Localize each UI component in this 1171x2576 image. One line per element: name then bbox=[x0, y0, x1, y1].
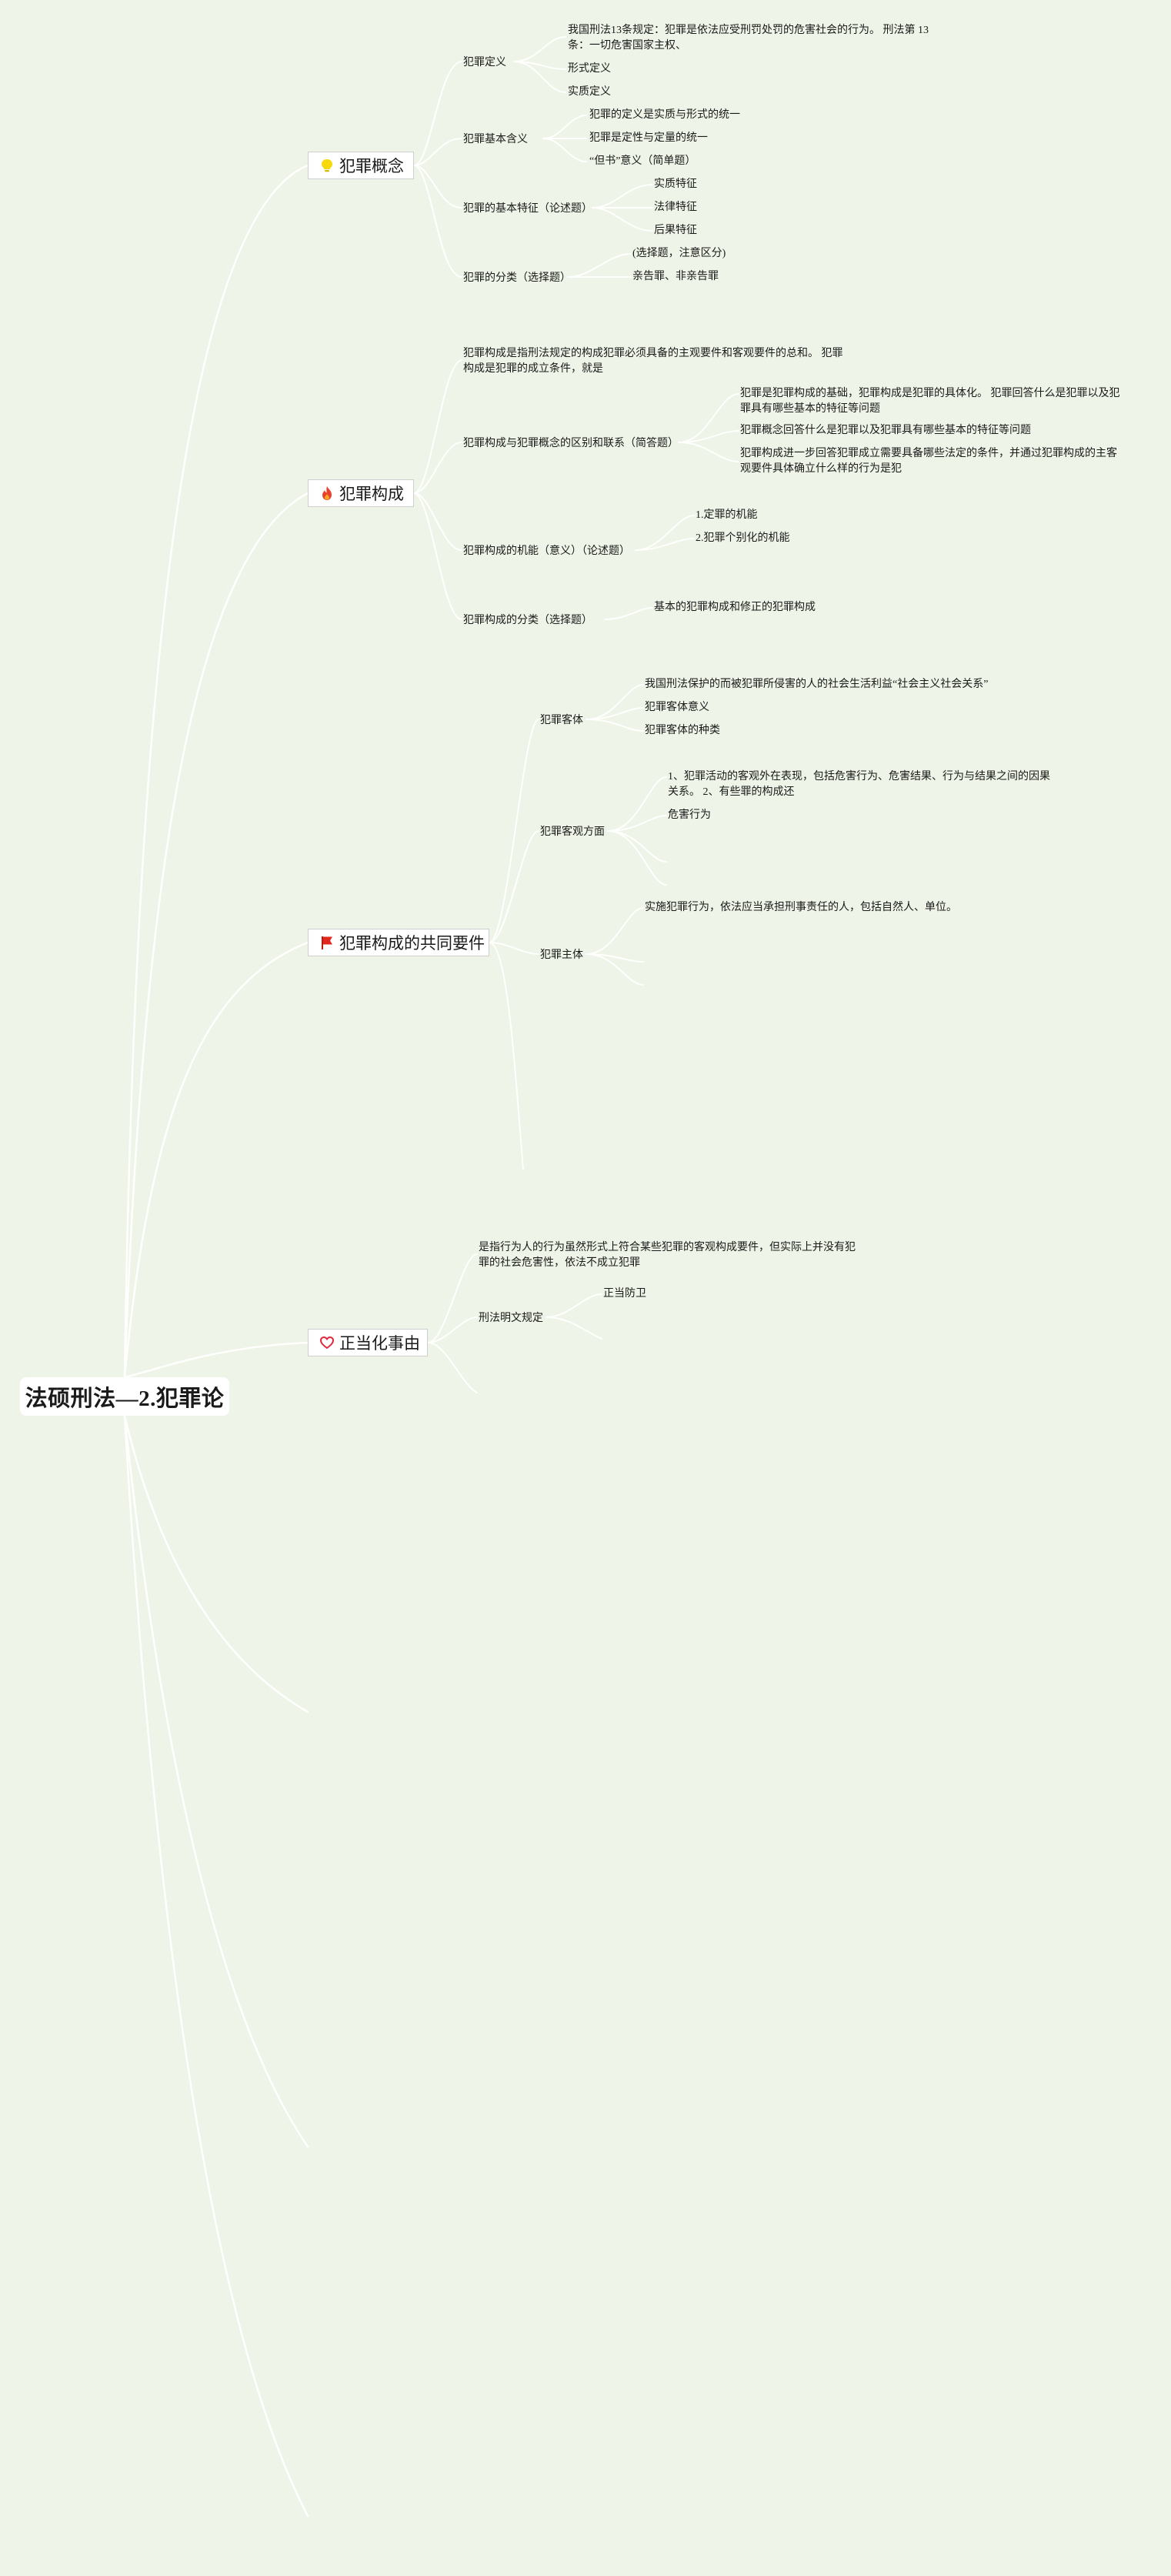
subtopic-crime-definition[interactable]: 犯罪定义 bbox=[463, 57, 506, 68]
leaf-objective-manifestation[interactable]: 1、犯罪活动的客观外在表现，包括危害行为、危害结果、行为与结果之间的因果关系。 … bbox=[668, 771, 1050, 798]
flag-icon bbox=[319, 935, 335, 950]
subtopic-justification-definition[interactable]: 是指行为人的行为虽然形式上符合某些犯罪的客观构成要件，但实际上并没有犯罪的社会危… bbox=[479, 1242, 856, 1269]
leaf-subject-definition[interactable]: 实施犯罪行为，依法应当承担刑事责任的人，包括自然人、单位。 bbox=[645, 902, 957, 913]
lightbulb-icon bbox=[319, 158, 335, 173]
leaf-complaint-offenses[interactable]: 亲告罪、非亲告罪 bbox=[632, 271, 719, 282]
leaf-substantive-feature[interactable]: 实质特征 bbox=[654, 179, 697, 190]
topic-label: 犯罪概念 bbox=[339, 157, 404, 175]
subtopic-basic-features[interactable]: 犯罪的基本特征（论述题） bbox=[463, 203, 592, 215]
topic-label: 犯罪构成 bbox=[339, 485, 404, 503]
leaf-basic-and-modified[interactable]: 基本的犯罪构成和修正的犯罪构成 bbox=[654, 602, 816, 613]
leaf-individualization-function[interactable]: 2.犯罪个别化的机能 bbox=[696, 532, 790, 544]
topic-crime-concept[interactable]: 犯罪概念 bbox=[308, 152, 414, 179]
subtopic-constitution-vs-concept[interactable]: 犯罪构成与犯罪概念的区别和联系（简答题） bbox=[463, 438, 679, 449]
fire-icon bbox=[319, 486, 335, 501]
leaf-concept-answers[interactable]: 犯罪概念回答什么是犯罪以及犯罪具有哪些基本的特征等问题 bbox=[740, 425, 1031, 436]
heart-icon bbox=[319, 1335, 335, 1350]
root-node[interactable]: 法硕刑法—2.犯罪论 bbox=[20, 1377, 229, 1416]
subtopic-crime-object[interactable]: 犯罪客体 bbox=[540, 715, 583, 726]
leaf-legal-feature[interactable]: 法律特征 bbox=[654, 202, 697, 213]
topic-label: 犯罪构成的共同要件 bbox=[339, 934, 485, 953]
leaf-unity-quality-quantity[interactable]: 犯罪是定性与定量的统一 bbox=[589, 132, 708, 144]
leaf-classification-note[interactable]: (选择题，注意区分) bbox=[632, 248, 726, 259]
topic-common-elements[interactable]: 犯罪构成的共同要件 bbox=[308, 929, 489, 956]
subtopic-crime-subject[interactable]: 犯罪主体 bbox=[540, 949, 583, 961]
leaf-object-definition[interactable]: 我国刑法保护的而被犯罪所侵害的人的社会生活利益“社会主义社会关系” bbox=[645, 679, 989, 690]
leaf-self-defense[interactable]: 正当防卫 bbox=[603, 1288, 646, 1300]
subtopic-constitution-definition[interactable]: 犯罪构成是指刑法规定的构成犯罪必须具备的主观要件和客观要件的总和。 犯罪构成是犯… bbox=[463, 348, 843, 375]
subtopic-crime-classification[interactable]: 犯罪的分类（选择题） bbox=[463, 272, 571, 284]
leaf-harmful-act[interactable]: 危害行为 bbox=[668, 809, 711, 821]
leaf-proviso-meaning[interactable]: “但书”意义（简单题） bbox=[589, 155, 696, 167]
leaf-unity-substance-form[interactable]: 犯罪的定义是实质与形式的统一 bbox=[589, 109, 740, 121]
topic-crime-constitution[interactable]: 犯罪构成 bbox=[308, 479, 414, 507]
leaf-substantive-definition[interactable]: 实质定义 bbox=[568, 86, 611, 98]
subtopic-constitution-functions[interactable]: 犯罪构成的机能（意义）（论述题） bbox=[463, 546, 630, 557]
leaf-consequence-feature[interactable]: 后果特征 bbox=[654, 225, 697, 236]
subtopic-constitution-classification[interactable]: 犯罪构成的分类（选择题） bbox=[463, 615, 592, 626]
subtopic-objective-aspect[interactable]: 犯罪客观方面 bbox=[540, 826, 605, 838]
leaf-object-significance[interactable]: 犯罪客体意义 bbox=[645, 702, 709, 713]
topic-justification-grounds[interactable]: 正当化事由 bbox=[308, 1329, 428, 1356]
subtopic-basic-meaning[interactable]: 犯罪基本含义 bbox=[463, 134, 528, 145]
leaf-constitution-basis[interactable]: 犯罪是犯罪构成的基础，犯罪构成是犯罪的具体化。 犯罪回答什么是犯罪以及犯罪具有哪… bbox=[740, 388, 1120, 415]
leaf-formal-definition[interactable]: 形式定义 bbox=[568, 63, 611, 75]
leaf-conviction-function[interactable]: 1.定罪的机能 bbox=[696, 509, 758, 521]
topic-label: 正当化事由 bbox=[339, 1334, 420, 1353]
leaf-article-13[interactable]: 我国刑法13条规定：犯罪是依法应受刑罚处罚的危害社会的行为。 刑法第 13条：一… bbox=[568, 25, 929, 52]
subtopic-statutory-provisions[interactable]: 刑法明文规定 bbox=[479, 1313, 543, 1324]
leaf-object-types[interactable]: 犯罪客体的种类 bbox=[645, 725, 720, 736]
leaf-constitution-answers[interactable]: 犯罪构成进一步回答犯罪成立需要具备哪些法定的条件，并通过犯罪构成的主客观要件具体… bbox=[740, 448, 1117, 475]
